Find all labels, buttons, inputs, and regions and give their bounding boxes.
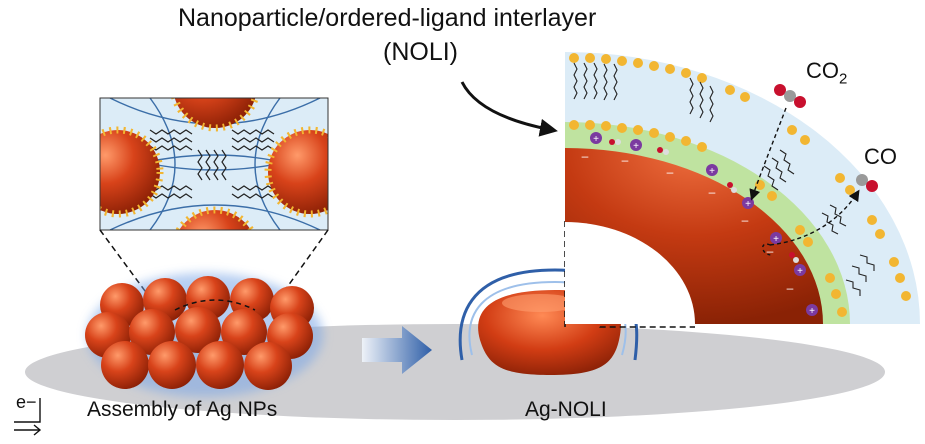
svg-text:+: + <box>745 199 751 210</box>
co2-label-main: CO <box>806 58 839 83</box>
noli-magnified-view: + + + + + + + – – – – – – – <box>565 52 920 324</box>
svg-text:–: – <box>787 281 794 295</box>
ag-noli-label: Ag-NOLI <box>525 398 607 421</box>
svg-text:–: – <box>622 153 629 167</box>
nanoparticle-assembly <box>85 273 323 397</box>
svg-text:+: + <box>709 166 715 177</box>
title-line1: Nanoparticle/ordered-ligand interlayer <box>178 4 597 32</box>
svg-text:+: + <box>809 306 815 317</box>
right-arrow-icon <box>362 326 432 374</box>
svg-text:+: + <box>773 234 779 245</box>
electron-label: e− <box>16 392 37 412</box>
svg-text:–: – <box>582 149 589 163</box>
co2-label: CO2 <box>806 58 847 87</box>
co2-label-subscript: 2 <box>839 70 848 88</box>
svg-text:–: – <box>709 185 716 199</box>
co2-molecule-icon <box>774 84 806 108</box>
assembly-label: Assembly of Ag NPs <box>87 398 278 421</box>
svg-text:–: – <box>767 244 774 258</box>
svg-text:+: + <box>797 266 803 277</box>
co-label: CO <box>864 144 897 169</box>
svg-text:+: + <box>633 141 639 152</box>
svg-text:–: – <box>667 165 674 179</box>
svg-text:–: – <box>742 213 749 227</box>
svg-text:+: + <box>593 134 599 145</box>
title-line2: (NOLI) <box>383 38 458 66</box>
co-molecule-icon <box>856 174 878 192</box>
zoom-inset-panel <box>100 98 328 230</box>
electron-arrow-icon <box>14 398 42 436</box>
pointer-arrow-icon <box>460 81 558 137</box>
